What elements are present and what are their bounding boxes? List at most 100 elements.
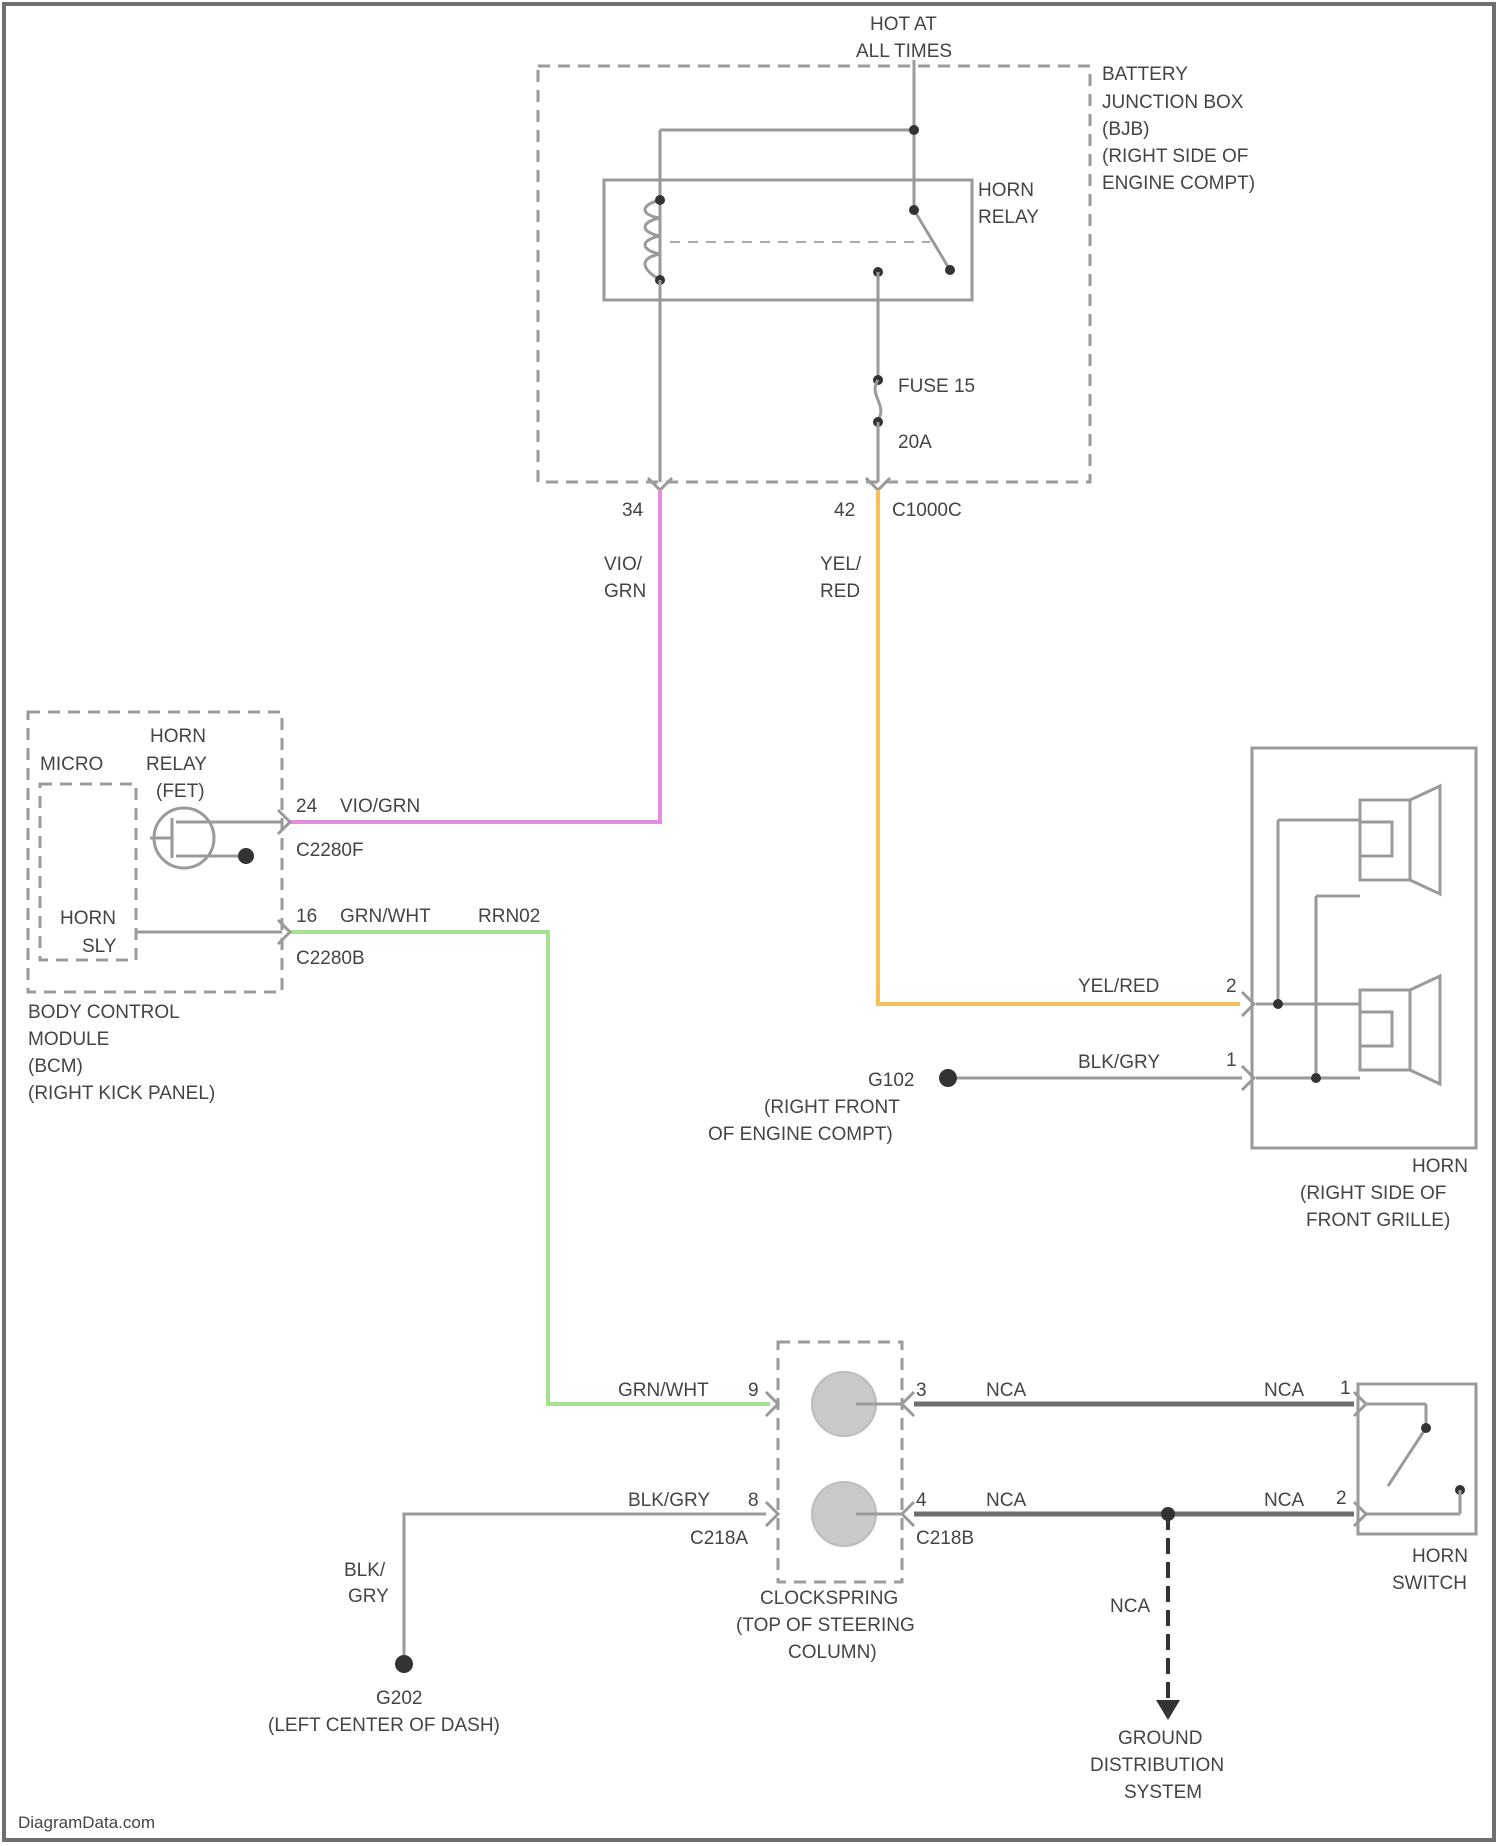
horn-relay-label-line1: HORN	[978, 180, 1034, 201]
bjb-pin-42: 42	[834, 500, 855, 521]
wire-label-blk-gry-down1: BLK/	[344, 1560, 386, 1581]
wire-label-rrn02: RRN02	[478, 906, 540, 927]
fuse-icon	[875, 380, 881, 420]
bcm-horn-label-line1: HORN	[60, 908, 116, 929]
clockspring-label-line2: (TOP OF STEERING	[736, 1615, 915, 1636]
g102-label-line3: OF ENGINE COMPT)	[708, 1124, 893, 1145]
hot-at-label: HOT AT	[870, 14, 937, 35]
bcm-pin-16: 16	[296, 906, 317, 927]
bjb-pin-34: 34	[622, 500, 644, 521]
g102-label-line1: G102	[868, 1070, 914, 1091]
horn-assembly: 2 1 YEL/RED BLK/GRY HORN (RIGHT SIDE OF …	[1078, 748, 1476, 1231]
clockspring-connector-left: C218A	[690, 1528, 748, 1549]
g202-ground-dot	[395, 1655, 413, 1673]
relay-coil-icon	[645, 200, 660, 280]
wire-label-yel-red-line2: RED	[820, 581, 860, 602]
ground-dist-arrow-icon	[1156, 1700, 1180, 1720]
horn-switch: 1 2 HORN SWITCH	[1336, 1378, 1476, 1594]
g102-label-line2: (RIGHT FRONT	[764, 1097, 900, 1118]
all-times-label: ALL TIMES	[856, 41, 952, 62]
horn-switch-label-line1: HORN	[1412, 1546, 1468, 1567]
wire-label-nca-top-left: NCA	[986, 1380, 1026, 1401]
fuse-label-line1: FUSE 15	[898, 376, 975, 397]
bjb-label-line3: (BJB)	[1102, 119, 1150, 140]
clockspring-connector-right: C218B	[916, 1528, 974, 1549]
horn-lower-coil	[1360, 1012, 1392, 1046]
battery-junction-box: HOT AT ALL TIMES BATTERY JUNCTION BOX (B…	[538, 14, 1255, 521]
wire-label-vio-grn-line1: VIO/	[604, 554, 643, 575]
bjb-label-line5: ENGINE COMPT)	[1102, 173, 1255, 194]
horn-label-line3: FRONT GRILLE)	[1306, 1210, 1450, 1231]
bcm-name-line3: (BCM)	[28, 1056, 83, 1077]
wire-label-vio-grn-bcm: VIO/GRN	[340, 796, 420, 817]
horn-outline	[1252, 748, 1476, 1148]
bcm-connector-top: C2280F	[296, 840, 364, 861]
bcm-name-line4: (RIGHT KICK PANEL)	[28, 1083, 215, 1104]
ground-dist-label-line2: DISTRIBUTION	[1090, 1755, 1224, 1776]
g202-label-line1: G202	[376, 1688, 422, 1709]
bcm-horn-label-line2: SLY	[82, 936, 117, 957]
g102-ground-dot	[939, 1069, 957, 1087]
horn-switch-pin-1	[1354, 1392, 1366, 1416]
fuse-label-line2: 20A	[898, 432, 932, 453]
relay-coil-terminal-top	[655, 195, 665, 205]
horn-upper-coil	[1360, 822, 1392, 856]
relay-switch-contact	[914, 210, 950, 270]
bjb-label-line4: (RIGHT SIDE OF	[1102, 146, 1248, 167]
clockspring-pin-8	[766, 1502, 778, 1526]
horn-lower-icon	[1360, 976, 1440, 1084]
wire-yellow-red	[878, 490, 1240, 1004]
bcm-connector-bottom: C2280B	[296, 948, 365, 969]
wire-label-nca-bottom-right: NCA	[1264, 1490, 1304, 1511]
wire-label-grn-wht-clock: GRN/WHT	[618, 1380, 709, 1401]
horn-switch-pin-1-label: 1	[1340, 1378, 1351, 1399]
splice-dot	[909, 125, 919, 135]
clockspring-pin-4	[902, 1502, 914, 1526]
bjb-label-line1: BATTERY	[1102, 64, 1188, 85]
horn-switch-pivot	[1421, 1423, 1431, 1433]
horn-switch-outline	[1358, 1384, 1476, 1534]
bjb-outline	[538, 66, 1090, 482]
clockspring: GRN/WHT 9 BLK/GRY 8 C218A 3 4 C218B CLOC…	[618, 1342, 974, 1663]
relay-switch-pivot	[909, 205, 919, 215]
clockspring-pin-3-label: 3	[916, 1380, 927, 1401]
page-border	[4, 4, 1494, 1840]
wire-label-nca-vertical: NCA	[1110, 1596, 1150, 1617]
bcm-micro-label: MICRO	[40, 754, 103, 775]
horn-switch-label-line2: SWITCH	[1392, 1573, 1467, 1594]
clockspring-label-line3: COLUMN)	[788, 1642, 877, 1663]
bcm-name-line2: MODULE	[28, 1029, 109, 1050]
horn-relay-label-line2: RELAY	[978, 207, 1039, 228]
ground-dist-label-line1: GROUND	[1118, 1728, 1202, 1749]
horn-splice-1	[1273, 999, 1283, 1009]
bcm-pin-24: 24	[296, 796, 318, 817]
bcm-relay-label-line2: RELAY	[146, 754, 207, 775]
bcm-relay-label-line3: (FET)	[156, 781, 205, 802]
wire-label-grn-wht: GRN/WHT	[340, 906, 431, 927]
horn-pin-1: 1	[1226, 1050, 1237, 1071]
wire-green-white	[290, 932, 770, 1404]
ground-g102: G102 (RIGHT FRONT OF ENGINE COMPT)	[708, 1069, 1242, 1145]
wire-label-yel-red-horn: YEL/RED	[1078, 976, 1159, 997]
clockspring-pin-8-label: 8	[748, 1490, 759, 1511]
horn-switch-pin-2	[1354, 1502, 1366, 1526]
fet-ground-dot	[238, 848, 254, 864]
body-control-module: MICRO HORN RELAY (FET) HORN SLY 24 VIO/G…	[28, 712, 540, 1104]
bcm-relay-label-line1: HORN	[150, 726, 206, 747]
wire-label-vio-grn-line2: GRN	[604, 581, 646, 602]
horn-upper-icon	[1360, 786, 1440, 894]
wire-label-blk-gry-clock: BLK/GRY	[628, 1490, 710, 1511]
horn-pin-2: 2	[1226, 976, 1237, 997]
horn-label-line2: (RIGHT SIDE OF	[1300, 1183, 1446, 1204]
wire-label-blk-gry-horn: BLK/GRY	[1078, 1052, 1160, 1073]
clockspring-pin-9-label: 9	[748, 1380, 759, 1401]
horn-label-line1: HORN	[1412, 1156, 1468, 1177]
horn-switch-contact-icon	[1388, 1428, 1426, 1486]
watermark: DiagramData.com	[18, 1813, 155, 1832]
horn-splice-2	[1311, 1073, 1321, 1083]
bjb-connector-label: C1000C	[892, 500, 962, 521]
ground-dist-label-line3: SYSTEM	[1124, 1782, 1202, 1803]
wire-label-blk-gry-down2: GRY	[348, 1586, 389, 1607]
relay-switch-tip	[945, 265, 955, 275]
